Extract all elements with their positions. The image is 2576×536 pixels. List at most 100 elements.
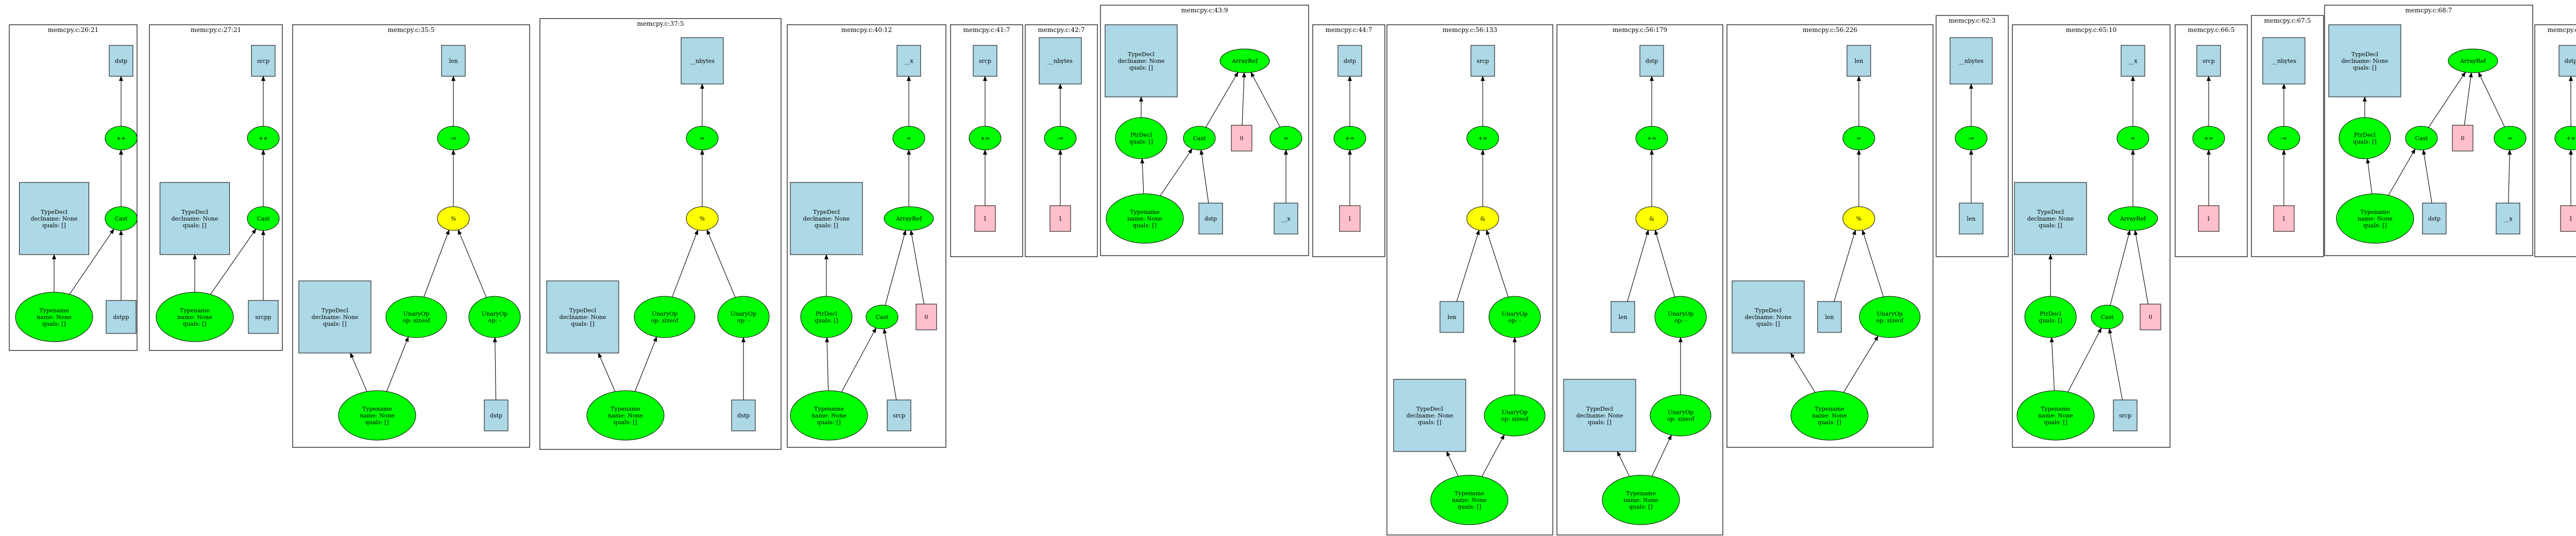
- node-label: quals: []: [365, 419, 389, 426]
- ast-decl-node: 1: [2273, 205, 2295, 232]
- node-label: declname: None: [560, 314, 606, 321]
- cluster-frame: [950, 24, 1023, 257]
- node-shape: [892, 126, 925, 150]
- node-shape: [2273, 205, 2295, 232]
- edge-arrow: [885, 229, 907, 306]
- node-shape: [2121, 45, 2145, 77]
- node-shape: [1484, 394, 1546, 437]
- ast-op-node: %: [1842, 206, 1875, 231]
- node-label: declname: None: [1577, 412, 1623, 419]
- edge-arrow: [841, 327, 876, 392]
- node-label: quals: []: [183, 222, 207, 229]
- node-shape: [1842, 206, 1875, 231]
- ast-op-node: &: [1466, 206, 1499, 231]
- ast-decl-node: 1: [2560, 205, 2576, 232]
- edge-arrow: [2110, 229, 2131, 306]
- node-shape: [1466, 206, 1499, 231]
- ast-decl-node: srcp: [2113, 399, 2138, 431]
- node-shape: [385, 296, 447, 338]
- node-shape: [1333, 126, 1366, 150]
- node-shape: [973, 45, 997, 77]
- ast-decl-node: dstp: [1639, 45, 1664, 77]
- ast-op-node: =: [892, 126, 925, 150]
- node-label: quals: []: [1756, 321, 1780, 327]
- node-shape: [2113, 399, 2138, 431]
- node-shape: [2336, 193, 2414, 244]
- cluster-title: memcpy.c:62:3: [1949, 17, 1996, 24]
- ast-op-node: -=: [2267, 126, 2300, 150]
- node-shape: [247, 206, 280, 231]
- ast-op-node: %: [437, 206, 470, 231]
- node-label: UnaryOp: [1877, 311, 1903, 317]
- node-label: quals: []: [2353, 139, 2377, 145]
- node-label: 0: [925, 314, 928, 321]
- clusters-layer: memcpy.c:26:21dstp++CastTypeDecldeclname…: [9, 5, 2576, 535]
- node-label: dstp: [1344, 58, 1356, 64]
- node-shape: [2496, 203, 2520, 234]
- node-label: declname: None: [312, 314, 359, 321]
- ast-op-node: =: [1269, 126, 1302, 150]
- node-label: +=: [1478, 135, 1487, 142]
- node-label: quals: []: [817, 419, 841, 426]
- node-label: quals: []: [2363, 222, 2387, 229]
- ast-decl-node: 1: [1049, 205, 1071, 232]
- node-label: quals: []: [2039, 222, 2062, 229]
- cluster-frame: [1726, 24, 1934, 448]
- node-shape: [251, 45, 276, 77]
- node-shape: [1393, 379, 1466, 452]
- node-label: TypeDecl: [1586, 406, 1614, 412]
- ast-op-node: +=: [2192, 126, 2225, 150]
- cluster: memcpy.c:67:5__nbytes-=1: [2251, 15, 2324, 257]
- node-shape: [1602, 475, 1680, 525]
- node-label: TypeDecl: [2351, 51, 2379, 58]
- node-shape: [2494, 126, 2527, 150]
- node-label: +=: [1345, 135, 1354, 142]
- cluster: memcpy.c:65:10__x=ArrayRefTypeDecldeclna…: [2012, 24, 2171, 448]
- node-label: name: None: [360, 412, 395, 419]
- node-label: op: sizeof: [1667, 416, 1694, 423]
- ast-op-node: Cast: [2091, 305, 2124, 329]
- node-shape: [1337, 45, 1362, 77]
- node-label: +=: [2566, 135, 2575, 142]
- node-label: Typename: [2360, 209, 2390, 215]
- ast-op-node: ArrayRef: [2108, 206, 2158, 231]
- node-shape: [1635, 206, 1668, 231]
- node-label: Cast: [114, 215, 128, 222]
- node-shape: [1198, 203, 1223, 234]
- node-label: quals: []: [571, 321, 595, 327]
- node-shape: [484, 399, 509, 431]
- cluster-frame: [2175, 24, 2248, 257]
- ast-op-node: ArrayRef: [2448, 48, 2498, 73]
- node-shape: [731, 399, 756, 431]
- node-label: Typename: [1815, 406, 1844, 412]
- node-label: 1: [2282, 215, 2286, 222]
- node-shape: [1470, 45, 1495, 77]
- node-shape: [1039, 37, 1082, 85]
- node-label: __nbytes: [1959, 58, 1984, 64]
- node-label: name: None: [177, 314, 212, 321]
- node-label: -=: [1968, 135, 1975, 142]
- cluster-title: memcpy.c:69:5: [2548, 26, 2576, 34]
- node-label: -=: [1057, 135, 1064, 142]
- node-label: name: None: [1452, 497, 1487, 504]
- edge-arrow: [423, 229, 450, 297]
- node-label: TypeDecl: [41, 209, 68, 215]
- node-shape: [437, 206, 470, 231]
- ast-decl-node: len: [1959, 203, 1984, 234]
- node-label: op: sizeof: [402, 317, 430, 324]
- ast-op-node: Cast: [2405, 126, 2438, 150]
- edge-arrow: [1205, 72, 1239, 128]
- node-shape: [1842, 126, 1875, 150]
